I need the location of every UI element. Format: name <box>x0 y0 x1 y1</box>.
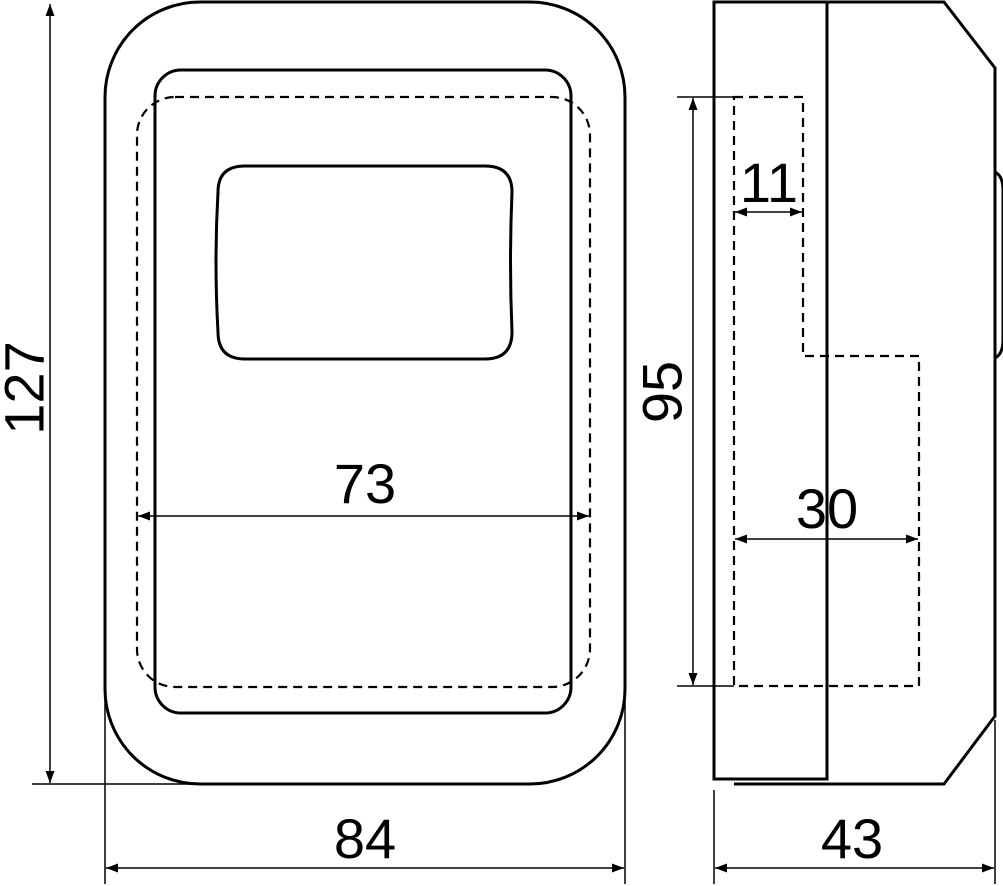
side-front-body <box>734 0 997 786</box>
side-button-bump <box>994 170 1003 360</box>
front-inner-panel <box>153 68 573 715</box>
side-wall-label: 11 <box>740 151 798 214</box>
front-outer-body <box>103 0 627 786</box>
side-height-label: 95 <box>631 361 694 423</box>
front-inner-cavity-dashed <box>135 95 592 689</box>
front-width-label: 84 <box>334 807 396 870</box>
front-height-label: 127 <box>0 341 56 434</box>
front-view: 127 84 73 <box>0 0 627 884</box>
side-inner-depth-label: 30 <box>796 477 858 540</box>
front-inner-width-label: 73 <box>334 452 396 515</box>
side-depth-label: 43 <box>821 807 883 870</box>
display-window <box>214 164 514 361</box>
side-view: 95 11 30 43 <box>631 0 1003 884</box>
side-back-plate <box>712 0 829 781</box>
side-inner-cavity-dashed <box>732 95 921 688</box>
